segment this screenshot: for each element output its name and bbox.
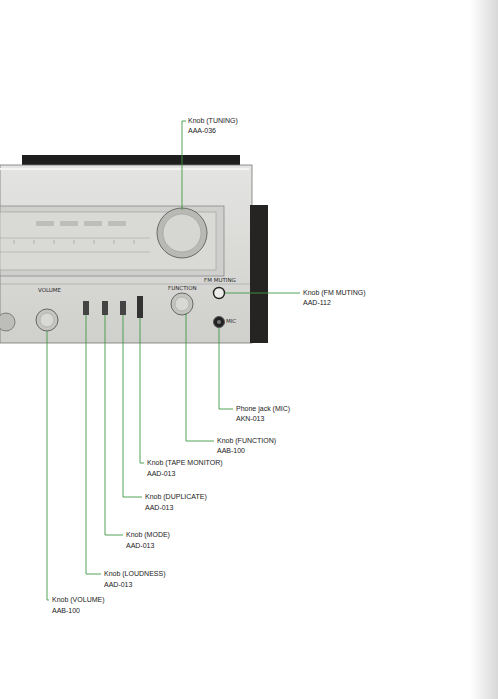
- mic-jack: [214, 317, 225, 328]
- volume-knob-face: [40, 313, 54, 327]
- function-knob-face: [175, 297, 189, 311]
- part-number: AKN-013: [236, 415, 264, 422]
- leader-line: [123, 315, 142, 497]
- mic-jack-hole: [217, 320, 221, 324]
- volume-knob: [36, 309, 58, 331]
- page-edge-shade: [470, 0, 498, 699]
- leader-line: [182, 121, 186, 210]
- part-number: AAD-013: [145, 504, 173, 511]
- faceplate-highlight: [0, 168, 249, 170]
- dial-frame: [0, 206, 224, 276]
- part-name: Knob (MODE): [126, 531, 170, 538]
- indicator-lamp: [108, 221, 126, 226]
- leader-line: [86, 315, 101, 574]
- panel-marking: MIC: [226, 319, 236, 325]
- part-name: Knob (TAPE MONITOR): [147, 459, 223, 466]
- part-name: Phone jack (MIC): [236, 405, 290, 412]
- leader-line: [225, 293, 300, 294]
- faceplate: [0, 165, 252, 343]
- loudness-switch: [83, 301, 89, 315]
- part-number: AAA-036: [188, 127, 216, 134]
- dial-scale: [0, 252, 150, 253]
- leader-line: [105, 315, 123, 535]
- tuning-knob: [157, 208, 207, 258]
- panel-divider: [0, 284, 250, 285]
- dial-window: [0, 212, 216, 270]
- dial-scale: [0, 238, 150, 239]
- indicator-lamp: [84, 221, 102, 226]
- part-number: AAB-100: [52, 607, 80, 614]
- tape-monitor-switch: [137, 296, 143, 318]
- dial-ticks: [14, 240, 134, 244]
- part-number: AAD-013: [126, 542, 154, 549]
- panel-marking: FM MUTING: [204, 278, 236, 284]
- part-number: AAD-013: [147, 470, 175, 477]
- part-number: AAB-100: [217, 447, 245, 454]
- part-number: AAD-112: [303, 299, 331, 306]
- leader-lines: [47, 121, 300, 600]
- panel-marking: VOLUME: [38, 288, 61, 294]
- leader-line: [47, 331, 49, 600]
- part-number: AAD-013: [104, 581, 132, 588]
- leader-line: [219, 328, 233, 409]
- part-name: Knob (TUNING): [188, 117, 238, 124]
- part-name: Knob (FUNCTION): [217, 437, 276, 444]
- part-name: Knob (DUPLICATE): [145, 493, 207, 500]
- fm-muting-button: [214, 288, 225, 299]
- leader-line: [140, 318, 144, 463]
- part-name: Knob (LOUDNESS): [104, 570, 165, 577]
- duplicate-switch: [120, 301, 126, 315]
- mode-switch: [102, 301, 108, 315]
- part-name: Knob (VOLUME): [52, 596, 105, 603]
- panel-marking: FUNCTION: [168, 286, 197, 292]
- tuning-knob-face: [163, 214, 201, 252]
- side-panel: [250, 205, 268, 343]
- part-name: Knob (FM MUTING): [303, 289, 366, 296]
- bass-knob: [0, 313, 15, 331]
- indicator-lamp: [60, 221, 78, 226]
- leader-line: [186, 313, 214, 441]
- indicator-lamp: [36, 221, 54, 226]
- function-knob: [171, 293, 193, 315]
